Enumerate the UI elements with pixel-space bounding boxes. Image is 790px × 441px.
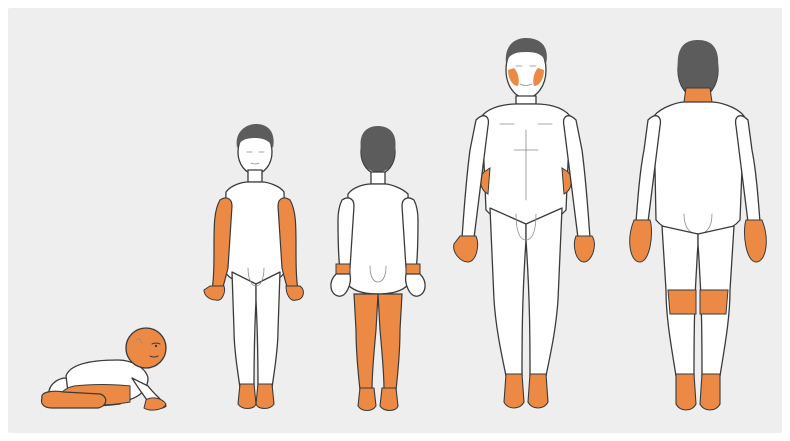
child-back-hair: [361, 126, 396, 172]
adult-back-right-knee-area: [668, 290, 696, 314]
child-front-right-hand: [204, 286, 225, 300]
child-back-left-leg: [378, 294, 402, 390]
adult-back-right-foot: [676, 374, 696, 410]
adult-front-left-hand: [574, 236, 594, 262]
adult-front-left-foot: [528, 374, 548, 408]
child-back-left-foot: [380, 388, 398, 411]
adult-front-right-foot: [504, 374, 524, 408]
adult-front-right-hand: [454, 236, 478, 262]
child-front-figure: [204, 124, 303, 409]
adult-back-left-hand: [744, 220, 766, 262]
adult-back-left-foot: [700, 374, 720, 410]
child-front-left-hand: [286, 286, 303, 300]
adult-front-figure: [454, 38, 595, 408]
child-back-figure: [331, 126, 425, 411]
adult-back-right-hand: [630, 220, 652, 262]
child-back-left-wrist: [406, 264, 420, 274]
adult-back-neck-area: [684, 88, 712, 102]
adult-back-left-knee-area: [700, 290, 728, 314]
child-front-right-foot: [238, 384, 256, 409]
infant-hand-area: [144, 398, 166, 410]
child-back-right-leg: [354, 294, 378, 390]
child-back-right-wrist: [336, 264, 350, 274]
child-front-left-foot: [256, 384, 274, 409]
child-back-right-foot: [358, 388, 376, 411]
infant-head: [126, 328, 166, 368]
infant-figure: [41, 328, 166, 410]
infant-leg-area: [41, 391, 105, 408]
adult-back-figure: [630, 40, 767, 410]
